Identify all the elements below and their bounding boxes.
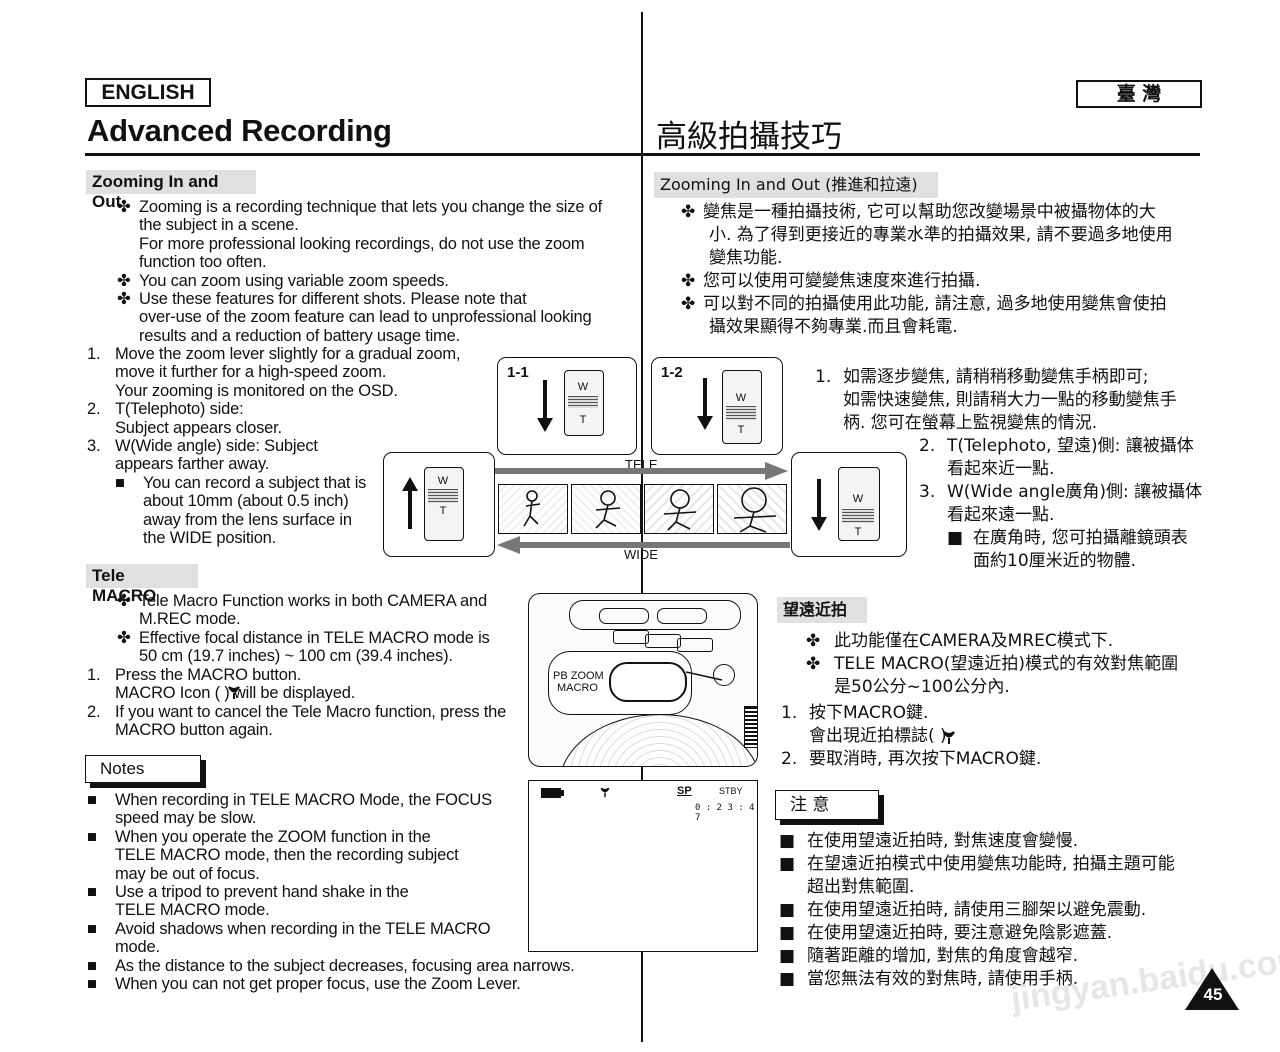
- notes-label-zh: 注 意: [775, 790, 879, 820]
- figure-wide-lever: W T: [383, 452, 495, 557]
- pb-zoom-label: PB ZOOM: [553, 670, 604, 682]
- arrow-down-icon: [537, 380, 553, 432]
- lever-t-label: T: [737, 424, 745, 436]
- osd-time: 0 : 2 3 : 4 7: [695, 803, 755, 823]
- callout-pointer: [686, 671, 723, 681]
- zoom-lever: [838, 467, 880, 541]
- lever-w-label: W: [735, 392, 747, 404]
- zoom-bullets-en: ✤Zooming is a recording technique that l…: [117, 198, 603, 345]
- macro-heading-zh: 望遠近拍: [777, 597, 867, 623]
- page-number: 45: [1203, 985, 1223, 1004]
- figure-1-2: 1-2 W T: [651, 357, 783, 455]
- lever-w-label: W: [437, 475, 449, 487]
- subject-frame: [571, 484, 641, 534]
- skier-figures: [523, 487, 777, 533]
- lever-t-label: T: [854, 526, 862, 538]
- lever-w-label: W: [577, 381, 589, 393]
- center-divider: [641, 12, 643, 1042]
- title-underline-right: [643, 153, 1200, 156]
- zoom-step2-zh: 2.T(Telephoto, 望遠)側: 讓被攝体 看起來近一點. 3.W(Wi…: [919, 436, 1203, 571]
- figure-tele-lever: W T: [791, 452, 907, 557]
- macro-bullets-en: ✤Tele Macro Function works in both CAMER…: [117, 592, 490, 666]
- lever-knob: [842, 509, 874, 523]
- lever-knob: [568, 396, 598, 408]
- macro-flower-icon: [600, 787, 610, 798]
- zoom-heading-zh: Zooming In and Out (推進和拉遠): [654, 172, 938, 198]
- figure-1-1: 1-1 W T: [497, 357, 637, 455]
- arrow-up-icon: [402, 477, 418, 529]
- macro-heading-en: Tele MACRO: [86, 564, 198, 605]
- figure-1-2-label: 1-2: [661, 364, 683, 381]
- wide-label: WIDE: [624, 547, 658, 562]
- zoom-sequence-strip: [496, 482, 788, 534]
- page-title-zh: 高級拍攝技巧: [656, 119, 842, 155]
- tele-arrow: [495, 462, 788, 480]
- macro-steps-en: 1.Press the MACRO button. MACRO Icon ( )…: [87, 666, 507, 740]
- lever-t-label: T: [439, 505, 447, 517]
- zoom-heading-en: Zooming In and Out: [86, 170, 256, 211]
- battery-icon: [541, 788, 561, 798]
- subject-frame: [717, 484, 787, 534]
- subject-frame: [498, 484, 568, 534]
- lever-w-label: W: [852, 493, 864, 505]
- macro-button[interactable]: [713, 664, 735, 686]
- notes-list-en: ■When recording in TELE MACRO Mode, the …: [87, 791, 575, 994]
- wide-arrow: [497, 536, 790, 554]
- page-title-en: Advanced Recording: [87, 113, 392, 148]
- macro-flower-icon: [943, 731, 955, 744]
- arrow-down-icon: [697, 378, 713, 430]
- arrow-down-icon: [811, 479, 827, 531]
- macro-callout: PB ZOOM MACRO: [548, 651, 692, 715]
- english-label: ENGLISH: [85, 78, 211, 107]
- lever-t-label: T: [579, 414, 587, 426]
- macro-bullets-zh: ✤此功能僅在CAMERA及MREC模式下. ✤TELE MACRO(望遠近拍)模…: [806, 631, 1179, 697]
- osd-screen: SP STBY 0 : 2 3 : 4 7: [528, 780, 758, 952]
- zoom-bullets-zh: ✤變焦是一種拍攝技術, 它可以幫助您改變場景中被攝物体的大 小. 為了得到更接近…: [681, 202, 1173, 337]
- lever-knob: [428, 489, 458, 503]
- zoom-steps-en: 1.Move the zoom lever slightly for a gra…: [87, 345, 461, 548]
- notes-list-zh: ■在使用望遠近拍時, 對焦速度會變慢. ■在望遠近拍模式中使用變焦功能時, 拍攝…: [779, 831, 1175, 989]
- figure-1-1-label: 1-1: [507, 364, 529, 381]
- macro-steps-zh: 1.按下MACRO鍵. 會出現近拍標誌( ) 2.要取消時, 再次按下MACRO…: [781, 703, 1042, 769]
- zoom-lever: [424, 467, 464, 541]
- subject-frame: [644, 484, 714, 534]
- osd-stby: STBY: [719, 786, 743, 796]
- macro-button-label: MACRO: [557, 682, 598, 694]
- macro-flower-icon: [228, 686, 240, 699]
- lever-knob: [726, 406, 756, 420]
- page-number-badge: [1185, 968, 1239, 1010]
- title-underline-left: [85, 153, 641, 156]
- taiwan-label: 臺 灣: [1076, 80, 1202, 108]
- osd-sp: SP: [677, 785, 692, 797]
- bullet-symbol: ✤: [117, 198, 131, 216]
- zoom-step1-zh: 1.如需逐步變焦, 請稍稍移動變焦手柄即可; 如需快速變焦, 則請稍大力一點的移…: [815, 367, 1177, 433]
- notes-label-en: Notes: [85, 755, 201, 783]
